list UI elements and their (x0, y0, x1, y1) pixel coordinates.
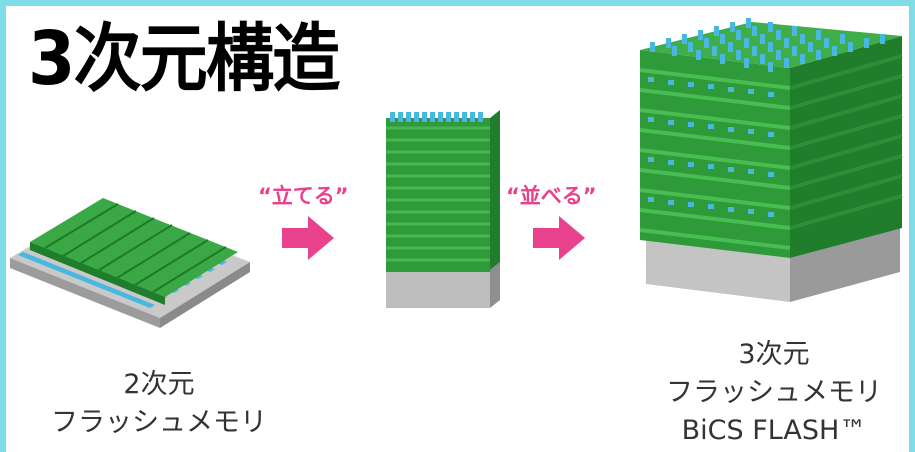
caption-3d-line-2: フラッシュメモリ (666, 377, 882, 408)
caption-3d-line-3: BiCS FLASH™ (681, 415, 867, 446)
arrow-right-icon (533, 216, 585, 260)
caption-2d-line-2: フラッシュメモリ (51, 407, 267, 438)
step-label-arrange: “並べる” (506, 184, 597, 208)
page-title: 3次元構造 (28, 16, 340, 102)
arrow-right-icon (282, 216, 334, 260)
2d-flash-illustration (10, 198, 250, 328)
vertical-panel-illustration (386, 110, 500, 308)
caption-3d-line-1: 3次元 (738, 339, 810, 370)
step-label-stand: “立てる” (258, 184, 349, 208)
caption-2d-line-1: 2次元 (123, 369, 195, 400)
caption-2d-flash: 2次元 フラッシュメモリ (24, 366, 294, 442)
caption-3d-flash: 3次元 フラッシュメモリ BiCS FLASH™ (636, 336, 912, 450)
3d-flash-cube-illustration (639, 18, 903, 302)
